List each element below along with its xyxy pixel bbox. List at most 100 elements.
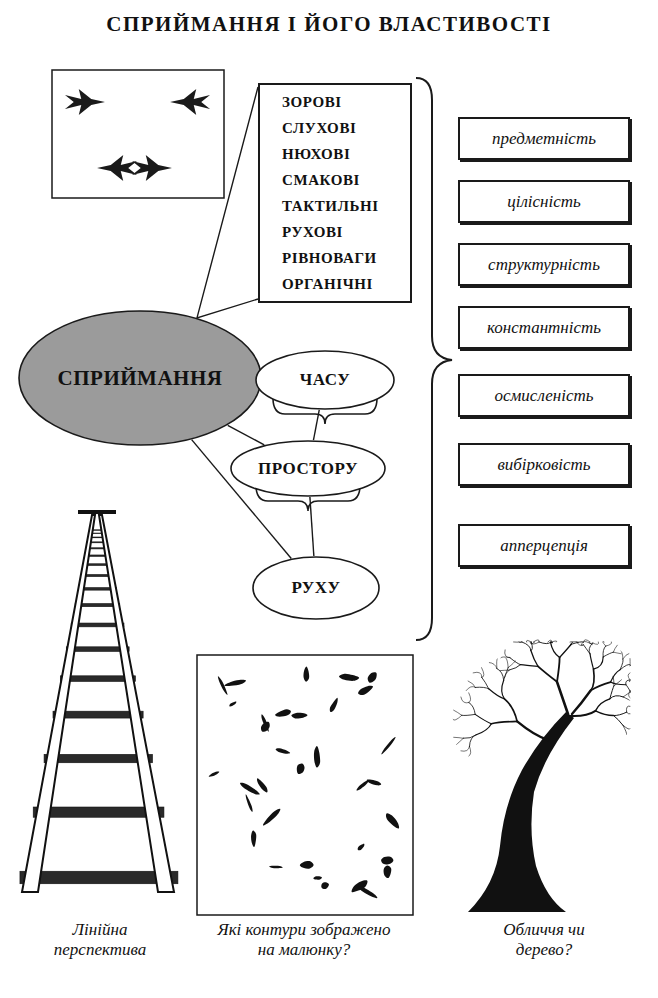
- blot: [269, 866, 283, 868]
- blot: [246, 794, 253, 812]
- tree-branch: [505, 650, 510, 658]
- tree-branch: [629, 691, 630, 698]
- tree-branch: [628, 673, 630, 680]
- node-text: цілісність: [507, 192, 581, 212]
- tree-branch: [504, 699, 517, 722]
- tree-branch: [462, 714, 475, 715]
- blot: [275, 709, 291, 717]
- blot: [356, 780, 368, 791]
- tree-branch: [461, 697, 469, 703]
- blot: [300, 861, 314, 869]
- tree-branch: [560, 644, 572, 657]
- blot: [261, 722, 270, 732]
- bird-figures: [65, 89, 210, 181]
- tree-branch: [589, 642, 592, 644]
- tree-branch: [621, 651, 623, 659]
- rail: [99, 515, 174, 892]
- tree-branch: [557, 657, 560, 681]
- tree-branch: [577, 642, 584, 646]
- tree-branch: [613, 676, 614, 686]
- node-text: константність: [487, 318, 601, 338]
- tree-branch: [593, 657, 603, 669]
- tree-branch: [496, 659, 498, 669]
- ellipse-shape: [19, 311, 261, 445]
- node-text: СЛУХОВІ: [282, 115, 356, 141]
- tree-branch: [454, 710, 462, 715]
- tree-branch: [476, 724, 491, 735]
- tree-branch: [613, 645, 617, 652]
- property-box: цілісність: [458, 180, 630, 223]
- tree-branch: [581, 642, 583, 645]
- tree-branch: [551, 641, 557, 642]
- tree-branch: [508, 661, 515, 668]
- node-text: ОРГАНІЧНІ: [282, 271, 373, 297]
- tree-branch: [463, 735, 476, 739]
- tree-branch: [514, 642, 522, 643]
- tree-branch: [593, 642, 599, 644]
- tree-branch: [473, 672, 482, 677]
- curly-brace: [416, 78, 452, 640]
- tree-branch: [456, 738, 463, 745]
- kind-ellipse: ЧАСУ: [255, 350, 395, 410]
- ellipse-shape: [256, 351, 394, 409]
- node-text: предметність: [492, 129, 596, 149]
- tree-branch: [611, 670, 621, 682]
- blot: [240, 783, 260, 795]
- tree-branch: [603, 652, 613, 657]
- tree-branch: [506, 658, 508, 667]
- node-text: СПРИЙМАННЯ: [58, 366, 223, 391]
- tree-branch: [570, 641, 573, 642]
- blot: [321, 882, 329, 889]
- tree-branch: [570, 711, 595, 716]
- blot: [314, 746, 320, 768]
- tree-branch: [626, 706, 630, 712]
- diagram-title: СПРИЙМАННЯ І ЙОГО ВЛАСТИВОСТІ: [0, 12, 658, 37]
- blot: [330, 698, 338, 712]
- node-text: СМАКОВІ: [282, 167, 360, 193]
- bird-shape: [132, 155, 172, 181]
- tree-branch: [614, 712, 627, 715]
- node-text: структурність: [488, 255, 600, 275]
- property-box: апперцепція: [458, 524, 630, 567]
- node-text: ТАКТИЛЬНІ: [282, 193, 379, 219]
- tree-figure: [453, 640, 631, 912]
- node-text: ЗОРОВІ: [282, 89, 342, 115]
- node-text: осмисленість: [494, 386, 593, 406]
- node-text: РІВНОВАГИ: [282, 245, 377, 271]
- blot: [209, 771, 220, 776]
- tree-branch: [589, 643, 593, 654]
- blot: [358, 844, 365, 851]
- tree-branch: [482, 677, 489, 688]
- horizon-bar: [78, 510, 116, 514]
- tree-branch: [591, 682, 611, 690]
- bird-shape: [170, 89, 210, 115]
- tree-branch: [620, 664, 630, 669]
- tree-branch: [606, 642, 612, 646]
- connector-line: [197, 87, 258, 318]
- tree-branch: [613, 652, 621, 654]
- tree-branch: [461, 746, 470, 751]
- main-ellipse: СПРИЙМАННЯ: [18, 310, 262, 446]
- blot: [251, 830, 256, 847]
- tree-branch: [454, 737, 464, 739]
- tree-branch: [538, 666, 557, 681]
- node-text: ЧАСУ: [300, 370, 350, 390]
- blot: [263, 809, 280, 826]
- node-text: НЮХОВІ: [282, 141, 350, 167]
- tree-branch: [614, 680, 622, 686]
- tree-branch: [466, 686, 475, 690]
- blot-frame: [197, 655, 413, 915]
- bird-shape: [65, 89, 105, 115]
- blot: [381, 737, 395, 754]
- tree-branch: [519, 642, 522, 644]
- tree-branch: [630, 665, 631, 666]
- tree-branch: [626, 685, 630, 691]
- tree-branch: [497, 669, 504, 681]
- tree-branch: [623, 697, 630, 700]
- property-box: предметність: [458, 117, 630, 160]
- blot: [261, 714, 268, 732]
- tree-branch: [595, 699, 609, 711]
- node-text: апперцепція: [500, 536, 588, 556]
- tree-branch: [504, 668, 508, 681]
- tree-branch: [517, 721, 548, 740]
